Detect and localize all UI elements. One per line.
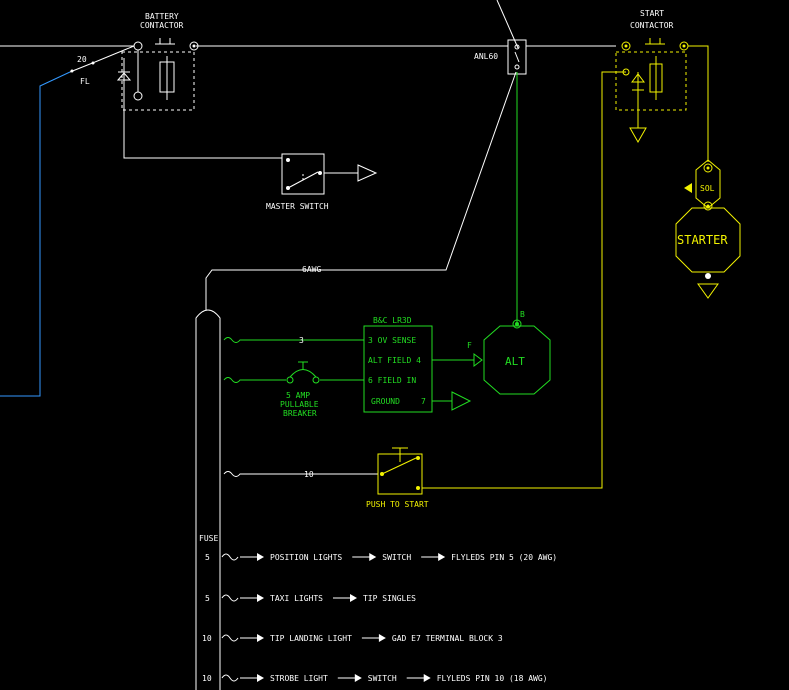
voltage-regulator — [363, 325, 433, 413]
fuse-icon — [221, 553, 239, 561]
battery-contactor — [116, 38, 199, 111]
push-to-start-label: PUSH TO START — [366, 500, 429, 509]
alternator-b-terminal: B — [520, 310, 525, 319]
fuse-circuit-row: 5 — [205, 594, 239, 603]
ground-triangle-icon — [629, 127, 647, 144]
alternator — [473, 319, 551, 395]
circuit-item-label: SWITCH — [368, 674, 397, 683]
starter-motor — [675, 207, 741, 299]
ground-arrow-icon — [357, 164, 378, 182]
alternator-f-terminal: F — [467, 341, 472, 350]
circuit-item-label: GAD E7 TERMINAL BLOCK 3 — [392, 634, 503, 643]
fuse-header: FUSE — [199, 534, 218, 543]
flow-arrow-icon — [361, 634, 386, 642]
push-to-start-switch[interactable] — [223, 447, 423, 495]
circuit-item-label: TIP SINGLES — [363, 594, 416, 603]
fuse-icon — [221, 634, 239, 642]
flow-arrow-icon — [240, 553, 264, 561]
battery-contactor-label-2: CONTACTOR — [140, 21, 184, 30]
wire-6awg-label: 6AWG — [302, 265, 321, 274]
main-power-bus — [0, 0, 616, 310]
flow-arrow-icon — [352, 553, 377, 561]
ground-arrow-icon — [451, 391, 472, 411]
regulator-pin-ground-num: 7 — [421, 397, 426, 406]
flow-arrow-icon — [240, 594, 264, 602]
fuse-20-label: 20 — [77, 55, 87, 64]
fuse-circuit-row: 10 — [202, 674, 239, 683]
flow-arrow-icon — [421, 553, 446, 561]
circuit-item-label: SWITCH — [382, 553, 411, 562]
flow-arrow-icon — [240, 674, 264, 682]
breaker-label-2: PULLABLE — [280, 400, 319, 409]
starter-label: STARTER — [677, 233, 728, 247]
wire-3-label: 3 — [299, 336, 304, 345]
regulator-pin-ov-sense: 3 OV SENSE — [368, 336, 416, 345]
battery-contactor-label-1: BATTERY — [145, 12, 179, 21]
start-contactor-label-2: CONTACTOR — [630, 21, 674, 30]
pullable-breaker[interactable] — [286, 361, 320, 384]
circuit-item-label: POSITION LIGHTS — [270, 553, 342, 562]
fl-label: FL — [80, 77, 90, 86]
fuse-20-symbol — [69, 45, 135, 73]
circuit-item-label: TIP LANDING LIGHT — [270, 634, 352, 643]
fuse-icon — [221, 674, 239, 682]
regulator-title: B&C LR3D — [373, 316, 412, 325]
circuit-item-label: FLYLEDS PIN 5 (20 AWG) — [451, 553, 557, 562]
fuse-circuit-row: 5 — [205, 553, 239, 562]
ground-triangle-icon — [697, 283, 719, 299]
fuse-rating: 5 — [205, 553, 210, 562]
regulator-pin-alt-field: ALT FIELD 4 — [368, 356, 421, 365]
start-contactor — [615, 38, 689, 144]
circuit-item-label: STROBE LIGHT — [270, 674, 328, 683]
flow-arrow-icon — [406, 674, 431, 682]
breaker-label-1: 5 AMP — [286, 391, 310, 400]
start-control-wire — [422, 71, 626, 489]
flow-arrow-icon — [240, 634, 264, 642]
fuse-rating: 5 — [205, 594, 210, 603]
fuse-bus-bar — [195, 309, 221, 690]
start-contactor-label-1: START — [640, 9, 664, 18]
alternator-label: ALT — [505, 355, 525, 368]
master-switch[interactable] — [281, 153, 378, 195]
fuse-circuit-row: 10 — [202, 634, 239, 643]
breaker-label-3: BREAKER — [283, 409, 317, 418]
flow-arrow-icon — [337, 674, 362, 682]
regulator-pin-ground: GROUND — [371, 397, 400, 406]
flow-arrow-icon — [332, 594, 357, 602]
blue-wire — [0, 71, 71, 397]
fuse-icon — [221, 594, 239, 602]
master-switch-label: MASTER SWITCH — [266, 202, 329, 211]
fuse-rating: 10 — [202, 634, 212, 643]
wire-10-label: 10 — [304, 470, 314, 479]
fuse-circuit-list: 5 POSITION LIGHTS SWITCH FLYLEDS PIN 5 (20 … — [202, 553, 557, 683]
regulator-pin-field-in: 6 FIELD IN — [368, 376, 416, 385]
sol-label: SOL — [700, 184, 715, 193]
anl60-fuse — [507, 39, 527, 75]
fuse-rating: 10 — [202, 674, 212, 683]
circuit-item-label: FLYLEDS PIN 10 (18 AWG) — [437, 674, 548, 683]
regulator-wiring — [223, 72, 518, 411]
anl60-label: ANL60 — [474, 52, 498, 61]
circuit-item-label: TAXI LIGHTS — [270, 594, 323, 603]
